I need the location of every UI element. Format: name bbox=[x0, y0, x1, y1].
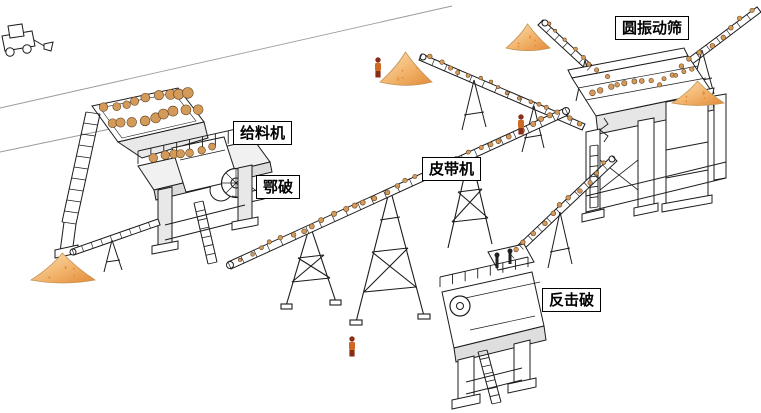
impact-crusher bbox=[441, 243, 547, 410]
conveyor-rocks bbox=[98, 7, 755, 262]
loader-vehicle bbox=[1, 23, 54, 57]
conveyor-trusses bbox=[280, 150, 493, 326]
jaw-crusher bbox=[137, 136, 273, 255]
label-vibrating-screen: 圆振动筛 bbox=[615, 16, 690, 41]
label-jaw-crusher: 鄂破 bbox=[256, 175, 301, 200]
sand-piles bbox=[29, 23, 726, 284]
ground-lines bbox=[0, 5, 453, 153]
label-belt-conveyor: 皮带机 bbox=[422, 157, 482, 182]
label-impact-crusher: 反击破 bbox=[542, 288, 602, 313]
label-feeder: 给料机 bbox=[233, 121, 293, 146]
vibrating-screen bbox=[567, 47, 727, 223]
ladders bbox=[61, 111, 599, 405]
discharge-conveyor bbox=[69, 218, 161, 273]
screen-output-conveyor-left bbox=[418, 53, 586, 153]
worker-figures bbox=[349, 57, 524, 357]
